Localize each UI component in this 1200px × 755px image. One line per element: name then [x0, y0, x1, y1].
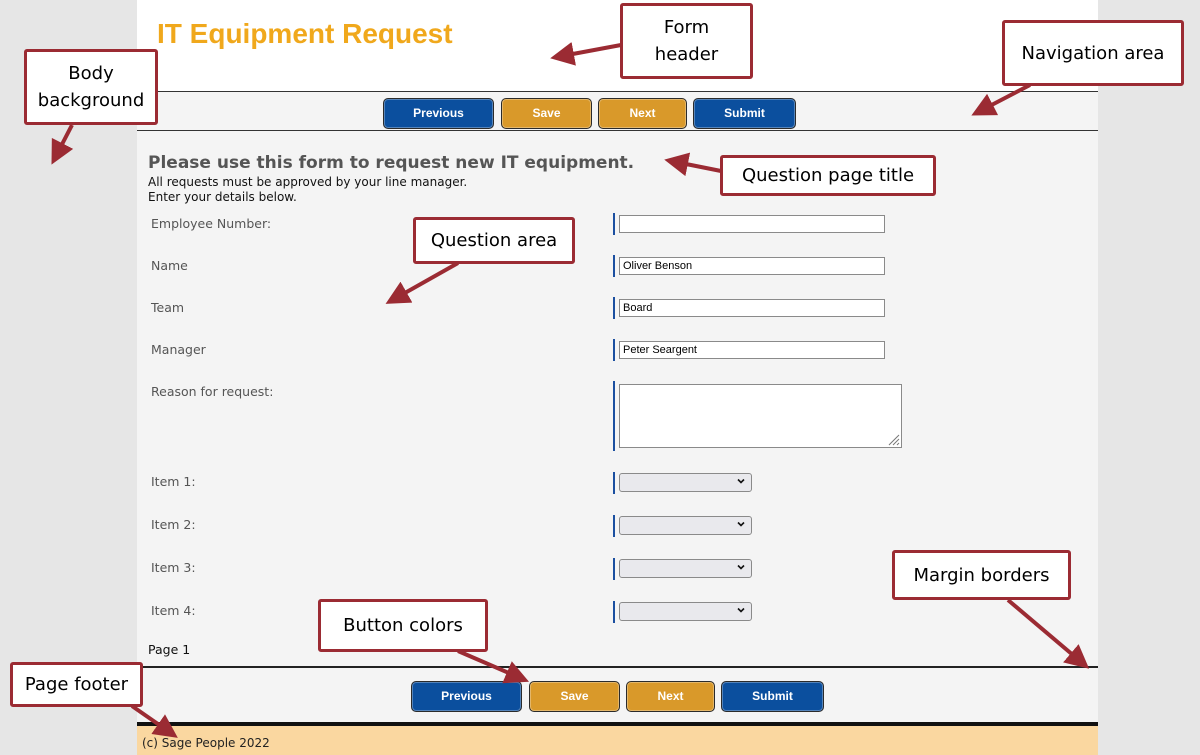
field-marker: [613, 297, 615, 319]
chevron-down-icon: [737, 564, 745, 570]
item4-select[interactable]: [619, 602, 752, 621]
field-marker: [613, 558, 615, 580]
team-label: Team: [151, 300, 185, 315]
field-marker: [613, 255, 615, 277]
save-button[interactable]: Save: [501, 98, 592, 129]
manager-label: Manager: [151, 342, 206, 357]
form-header: IT Equipment Request: [137, 0, 1098, 91]
intro-text-line2: Enter your details below.: [148, 190, 297, 204]
intro-text-line1: All requests must be approved by your li…: [148, 175, 468, 189]
submit-button[interactable]: Submit: [721, 681, 824, 712]
footer-divider: [137, 722, 1098, 726]
item3-label: Item 3:: [151, 560, 196, 575]
callout-body-background: Body background: [24, 49, 158, 125]
chevron-down-icon: [737, 521, 745, 527]
employee-number-input[interactable]: [619, 215, 885, 233]
next-button[interactable]: Next: [626, 681, 715, 712]
form-title: IT Equipment Request: [157, 18, 453, 49]
callout-question-page-title: Question page title: [720, 155, 936, 196]
item1-select[interactable]: [619, 473, 752, 492]
page-number: Page 1: [148, 642, 191, 657]
item1-label: Item 1:: [151, 474, 196, 489]
item3-select[interactable]: [619, 559, 752, 578]
chevron-down-icon: [737, 607, 745, 613]
submit-button[interactable]: Submit: [693, 98, 796, 129]
name-label: Name: [151, 258, 188, 273]
item2-label: Item 2:: [151, 517, 196, 532]
field-marker: [613, 339, 615, 361]
employee-number-label: Employee Number:: [151, 216, 272, 231]
item2-select[interactable]: [619, 516, 752, 535]
previous-button[interactable]: Previous: [383, 98, 494, 129]
save-button[interactable]: Save: [529, 681, 620, 712]
callout-question-area: Question area: [413, 217, 575, 264]
page-footer: (c) Sage People 2022: [137, 726, 1098, 755]
resize-grip-icon[interactable]: [888, 434, 900, 446]
reason-textarea[interactable]: [619, 384, 902, 448]
name-input[interactable]: Oliver Benson: [619, 257, 885, 275]
item4-label: Item 4:: [151, 603, 196, 618]
navigation-area-bottom: Previous Save Next Submit: [137, 666, 1098, 722]
callout-navigation-area: Navigation area: [1002, 20, 1184, 86]
reason-label: Reason for request:: [151, 384, 274, 399]
field-marker: [613, 472, 615, 494]
callout-form-header: Form header: [620, 3, 753, 79]
question-page-title: Please use this form to request new IT e…: [148, 153, 635, 173]
navigation-area-top: Previous Save Next Submit: [137, 91, 1098, 131]
team-input[interactable]: Board: [619, 299, 885, 317]
manager-input[interactable]: Peter Seargent: [619, 341, 885, 359]
callout-margin-borders: Margin borders: [892, 550, 1071, 600]
field-marker: [613, 515, 615, 537]
arrow-body-background: [51, 124, 74, 165]
previous-button[interactable]: Previous: [411, 681, 522, 712]
chevron-down-icon: [737, 478, 745, 484]
footer-text: (c) Sage People 2022: [142, 736, 270, 750]
callout-page-footer: Page footer: [10, 662, 143, 707]
next-button[interactable]: Next: [598, 98, 687, 129]
field-marker: [613, 213, 615, 235]
form-page: IT Equipment Request Previous Save Next …: [137, 0, 1098, 755]
field-marker: [613, 381, 615, 451]
callout-button-colors: Button colors: [318, 599, 488, 652]
field-marker: [613, 601, 615, 623]
